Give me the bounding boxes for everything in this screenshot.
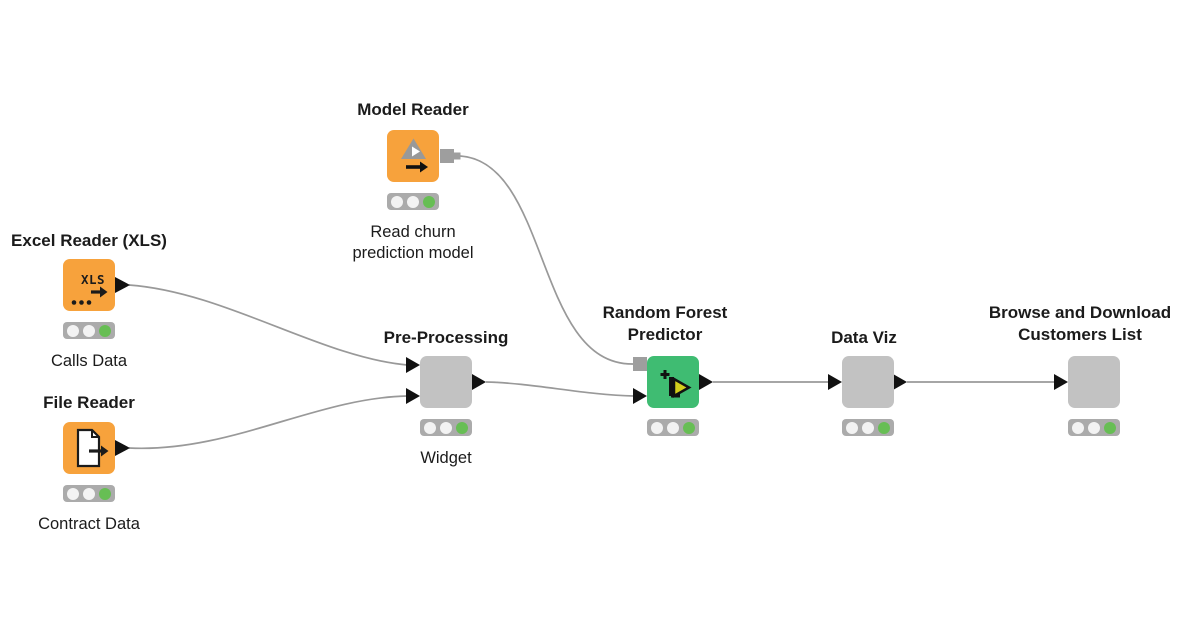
node-title-pre-processing: Pre-Processing [383,328,509,347]
status-traffic-light [1068,419,1120,436]
status-dot [1088,421,1100,434]
connection-excel-to-preprocessing[interactable] [128,284,408,366]
node-pre-processing[interactable] [420,356,472,408]
preprocessing-output-port[interactable] [472,374,486,390]
node-label-model-reader: Read churn prediction model [352,223,474,262]
status-dot [846,421,858,434]
svg-text:XLS: XLS [81,272,105,287]
status-dot [456,421,468,434]
connection-preprocessing-to-predictor[interactable] [485,381,635,397]
connection-file-to-preprocessing[interactable] [128,395,408,450]
node-label-pre-processing: Widget [420,449,472,467]
preprocessing-input-port-2[interactable] [406,388,420,404]
node-title-model-reader: Model Reader [357,100,469,119]
status-dot [423,195,435,208]
status-traffic-light [842,419,894,436]
connection-model-to-predictor[interactable] [459,155,634,365]
dataviz-output-port[interactable] [893,374,907,390]
status-dot [1072,421,1084,434]
node-file-reader[interactable] [63,422,115,474]
predictor-output-port[interactable] [699,374,713,390]
predictor-data-input-port[interactable] [633,388,647,404]
node-browse-download[interactable] [1068,356,1120,408]
node-title-excel-reader: Excel Reader (XLS) [11,231,167,250]
file-reader-output-port[interactable] [115,440,130,456]
status-dot [424,421,436,434]
predictor-model-input-port[interactable] [633,357,647,371]
dataviz-input-port[interactable] [828,374,842,390]
status-dot [67,487,79,500]
xls-file-icon: XLS [71,272,108,305]
model-play-arrow-icon [401,138,428,173]
model-reader-output-port[interactable] [440,149,461,163]
document-arrow-icon [76,428,109,468]
status-dot [391,195,403,208]
node-title-browse-download: Browse and Download Customers List [988,303,1172,344]
node-title-data-viz: Data Viz [831,328,897,347]
excel-reader-output-port[interactable] [115,277,130,293]
status-dot [683,421,695,434]
status-dot [1104,421,1116,434]
status-dot [862,421,874,434]
node-label-file-reader: Contract Data [38,515,140,533]
preprocessing-input-port-1[interactable] [406,357,420,373]
status-dot [407,195,419,208]
status-dot [99,324,111,337]
status-dot [83,324,95,337]
node-title-random-forest-predictor: Random Forest Predictor [602,303,728,344]
status-traffic-light [63,322,115,339]
status-dot [83,487,95,500]
node-label-excel-reader: Calls Data [50,352,128,370]
node-random-forest-predictor[interactable] [647,356,699,408]
node-title-file-reader: File Reader [43,393,135,412]
status-dot [651,421,663,434]
status-traffic-light [63,485,115,502]
predictor-arrow-icon [660,370,692,399]
node-model-reader[interactable] [387,130,439,182]
browse-input-port[interactable] [1054,374,1068,390]
status-traffic-light [387,193,439,210]
status-dot [67,324,79,337]
status-traffic-light [647,419,699,436]
node-data-viz[interactable] [842,356,894,408]
status-dot [440,421,452,434]
node-excel-reader[interactable]: XLS [63,259,115,311]
status-dot [667,421,679,434]
status-traffic-light [420,419,472,436]
status-dot [99,487,111,500]
status-dot [878,421,890,434]
